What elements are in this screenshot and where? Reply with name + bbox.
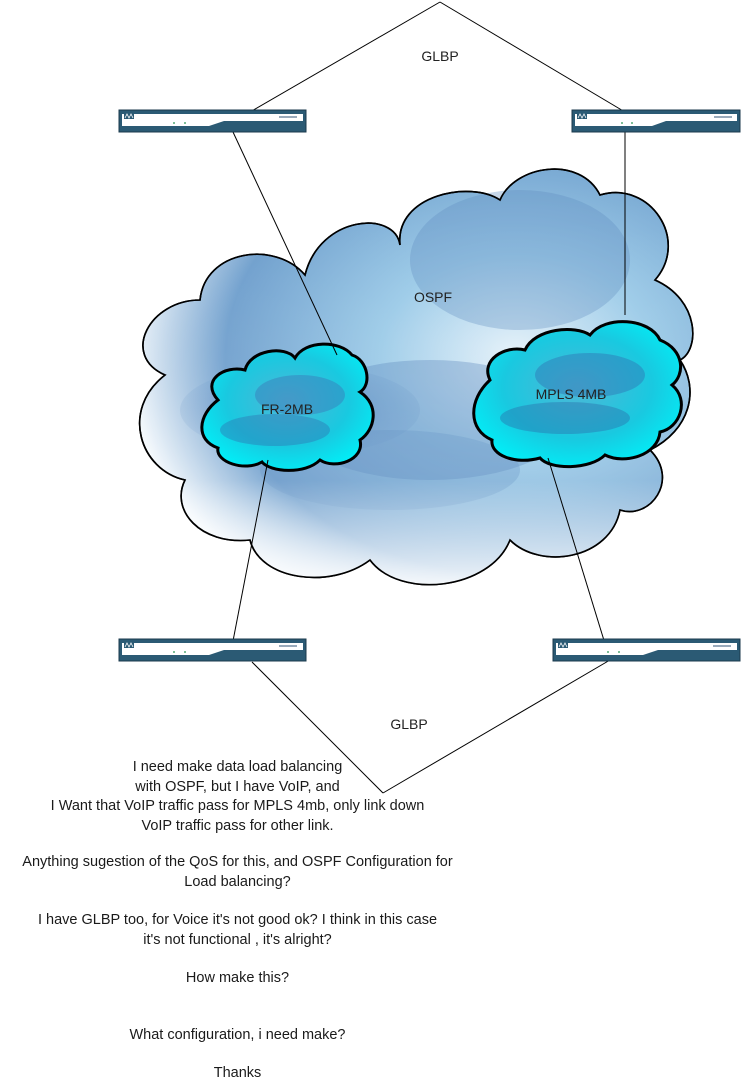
glbp-bottom-label: GLBP [390, 716, 427, 732]
glbp-bottom-link-left [251, 661, 384, 794]
router-top-left [118, 109, 307, 133]
glbp-top-label: GLBP [421, 48, 458, 64]
link-lines [232, 1, 626, 794]
fr-label: FR-2MB [261, 401, 313, 417]
ospf-label: OSPF [414, 289, 452, 305]
glbp-bottom-link-right [382, 659, 611, 794]
fr-cloud [200, 342, 375, 472]
router-bottom-right [552, 638, 741, 662]
mpls-cloud [472, 320, 683, 469]
router-bottom-left [118, 638, 307, 662]
glbp-top-link-right [439, 1, 626, 113]
router-tl-to-fr-link [232, 131, 338, 356]
mpls-label: MPLS 4MB [536, 386, 607, 402]
router-top-right [571, 109, 741, 133]
fr-to-router-bl-link [232, 459, 269, 642]
mpls-to-router-br-link [547, 457, 611, 661]
glbp-top-link-left [249, 1, 441, 113]
